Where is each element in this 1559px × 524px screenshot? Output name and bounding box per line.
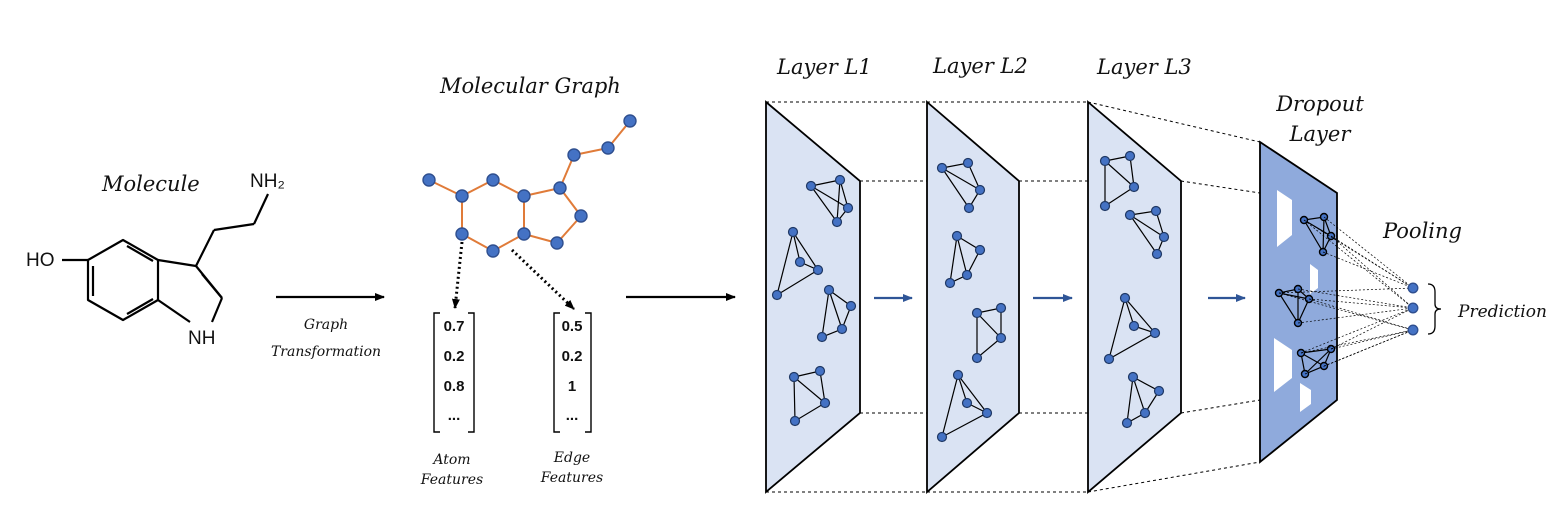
ho-label: HO	[26, 250, 55, 271]
atom-node	[623, 114, 637, 128]
layer-l3-nodes	[1099, 150, 1170, 429]
atom-node	[601, 141, 615, 155]
transformation-label-line2: Transformation	[271, 344, 381, 360]
left-bracket	[553, 312, 560, 433]
atom-node	[550, 236, 564, 250]
edge-features-label-line2: Features	[540, 470, 603, 486]
atom-node	[486, 244, 500, 258]
pooled-node	[1407, 324, 1419, 336]
layer-l3-label: Layer L3	[1096, 55, 1192, 79]
edge-feature-value: ...	[566, 407, 579, 424]
pooled-node	[1407, 282, 1419, 294]
atom-features-label-line1: Atom	[431, 452, 470, 468]
bond	[157, 258, 197, 268]
atom-feature-arrow	[451, 241, 464, 309]
molecular-graph-title: Molecular Graph	[439, 74, 621, 98]
layer-l1-nodes	[771, 174, 857, 427]
double-bond	[201, 273, 223, 299]
prediction-label: Prediction	[1457, 302, 1547, 322]
edge-feature-value: 0.2	[562, 348, 583, 365]
double-bond	[126, 298, 154, 315]
bond	[195, 229, 215, 267]
atom-feature-vector: 0.7 0.2 0.8 ...	[433, 312, 475, 433]
edge-feature-vector: 0.5 0.2 1 ...	[553, 312, 592, 433]
edge-feature-arrow	[510, 248, 576, 311]
bond	[157, 299, 191, 323]
edge-feature-value: 0.5	[562, 318, 583, 335]
atom-feature-value: 0.2	[444, 348, 465, 365]
atom-node	[574, 209, 588, 223]
atom-feature-value: 0.7	[444, 318, 465, 335]
layer-l1-plane	[765, 100, 861, 494]
dropout-label-line1: Dropout	[1275, 92, 1364, 116]
bond	[210, 297, 224, 323]
prediction-brace	[1427, 283, 1442, 335]
atom-node	[517, 189, 531, 203]
atom-feature-value: ...	[448, 407, 461, 424]
layer-l2-nodes	[936, 157, 1007, 443]
bond	[253, 193, 269, 225]
pooling-label: Pooling	[1382, 219, 1462, 243]
dropout-masks	[1274, 190, 1318, 412]
atom-node	[486, 173, 500, 187]
layer-connectors	[766, 101, 1261, 493]
edge-features-label-line1: Edge	[553, 450, 590, 466]
atom-node	[553, 181, 567, 195]
pooled-node	[1407, 302, 1419, 314]
layer-l2-label: Layer L2	[932, 54, 1028, 78]
layer-l1-label: Layer L1	[776, 55, 872, 79]
molecular-graph-atoms	[422, 114, 637, 258]
bond	[213, 222, 255, 232]
pooling-connections	[1278, 216, 1414, 375]
layer-l2-plane	[926, 100, 1020, 494]
atom-features-label-line2: Features	[420, 472, 483, 488]
double-bond	[126, 245, 154, 262]
right-bracket	[468, 312, 475, 433]
nh-label: NH	[188, 328, 215, 349]
dropout-nodes	[1274, 212, 1336, 379]
pooled-nodes	[1407, 282, 1419, 336]
benzene-ring	[86, 238, 160, 322]
left-bracket	[433, 312, 440, 433]
atom-feature-value: 0.8	[444, 378, 465, 395]
atom-node	[455, 189, 469, 203]
atom-node	[567, 148, 581, 162]
edge-feature-value: 1	[568, 378, 576, 395]
atom-node	[517, 227, 531, 241]
atom-node	[422, 173, 436, 187]
atom-node	[455, 227, 469, 241]
molecule-title: Molecule	[101, 172, 200, 196]
transformation-label-line1: Graph	[304, 317, 348, 333]
molecular-graph	[422, 114, 637, 258]
nh2-label: NH₂	[250, 171, 285, 192]
molecule-structure	[62, 193, 269, 323]
right-bracket	[585, 312, 592, 433]
dropout-label-line2: Layer	[1289, 122, 1353, 146]
